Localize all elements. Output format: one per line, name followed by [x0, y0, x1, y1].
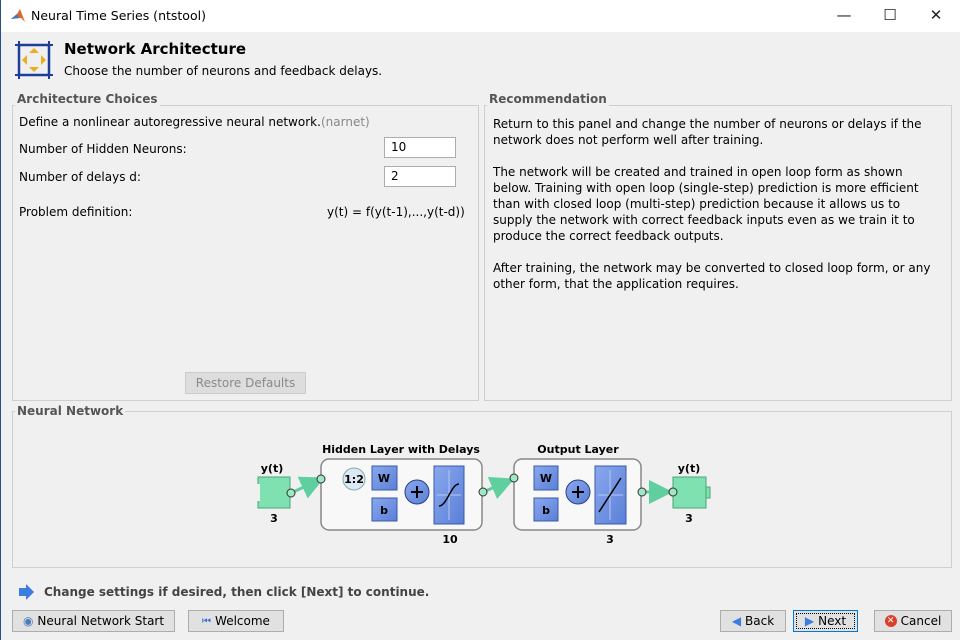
title-bar: Neural Time Series (ntstool) — ☐ ✕: [1, 0, 960, 32]
page-subtitle: Choose the number of neurons and feedbac…: [64, 64, 383, 78]
network-start-icon: ◉: [22, 614, 34, 628]
recommendation-title: Recommendation: [487, 92, 609, 106]
minimize-button[interactable]: —: [836, 6, 852, 24]
network-panel: [12, 411, 952, 568]
welcome-button[interactable]: ⏮Welcome: [188, 610, 284, 632]
hidden-neurons-label: Number of Hidden Neurons:: [19, 142, 187, 156]
recommendation-paragraph: After training, the network may be conve…: [493, 261, 931, 291]
maximize-button[interactable]: ☐: [883, 6, 897, 24]
network-title: Neural Network: [15, 404, 126, 418]
back-arrow-icon: ◀: [731, 614, 742, 628]
hidden-weight: [371, 465, 398, 491]
architecture-title: Architecture Choices: [15, 92, 160, 106]
problem-label: Problem definition:: [19, 205, 133, 219]
close-button[interactable]: ✕: [929, 6, 943, 24]
matlab-icon: [11, 9, 25, 22]
cancel-icon: ✕: [884, 615, 897, 627]
output-bias-label: b: [542, 504, 550, 517]
delay-icon: [342, 467, 366, 491]
neural-network-start-button[interactable]: ◉Neural Network Start: [12, 610, 175, 632]
start-label: Neural Network Start: [37, 614, 165, 628]
restore-defaults-button[interactable]: Restore Defaults: [185, 372, 306, 394]
hidden-neurons-input[interactable]: 10: [384, 137, 456, 158]
next-arrow-icon: ▶: [804, 614, 815, 628]
architecture-icon: [15, 41, 53, 79]
architecture-panel: [12, 105, 479, 401]
recommendation-text: Return to this panel and change the numb…: [493, 116, 938, 308]
hint-text: Change settings if desired, then click […: [44, 585, 430, 599]
back-button[interactable]: ◀Back: [720, 610, 786, 632]
output-label: y(t): [678, 462, 700, 475]
hint-arrow-icon: [19, 584, 34, 600]
output-layer-title: Output Layer: [537, 443, 619, 456]
recommendation-paragraph: Return to this panel and change the numb…: [493, 117, 922, 147]
hidden-size: 10: [442, 533, 458, 546]
welcome-label: Welcome: [215, 614, 270, 628]
rewind-icon: ⏮: [202, 615, 212, 627]
delays-label: Number of delays d:: [19, 170, 141, 184]
next-button[interactable]: ▶Next: [793, 610, 858, 632]
cancel-label: Cancel: [900, 614, 942, 628]
output-layer-size: 3: [606, 533, 614, 546]
recommendation-panel: [484, 105, 952, 401]
problem-definition: y(t) = f(y(t-1),...,y(t-d)): [327, 205, 465, 219]
hidden-layer-title: Hidden Layer with Delays: [322, 443, 480, 456]
input-size: 3: [270, 512, 278, 525]
output-size: 3: [685, 512, 693, 525]
output-weight: [533, 465, 559, 491]
architecture-description: Define a nonlinear autoregressive neural…: [19, 115, 321, 129]
input-block: [257, 476, 291, 509]
output-bias: [533, 497, 559, 522]
next-label: Next: [818, 614, 847, 628]
hidden-bias: [371, 497, 398, 522]
cancel-button[interactable]: ✕Cancel: [874, 610, 952, 632]
hidden-bias-label: b: [380, 504, 388, 517]
recommendation-paragraph: The network will be created and trained …: [493, 165, 919, 243]
back-label: Back: [745, 614, 775, 628]
output-weight-label: W: [540, 472, 552, 485]
output-block: [672, 476, 707, 509]
delays-input[interactable]: 2: [384, 166, 456, 187]
page-title: Network Architecture: [64, 40, 247, 58]
input-label: y(t): [261, 462, 283, 475]
narnet-tag: (narnet): [321, 115, 370, 129]
delay-label: 1:2: [344, 473, 364, 486]
window-title: Neural Time Series (ntstool): [31, 8, 206, 23]
hidden-weight-label: W: [378, 472, 390, 485]
